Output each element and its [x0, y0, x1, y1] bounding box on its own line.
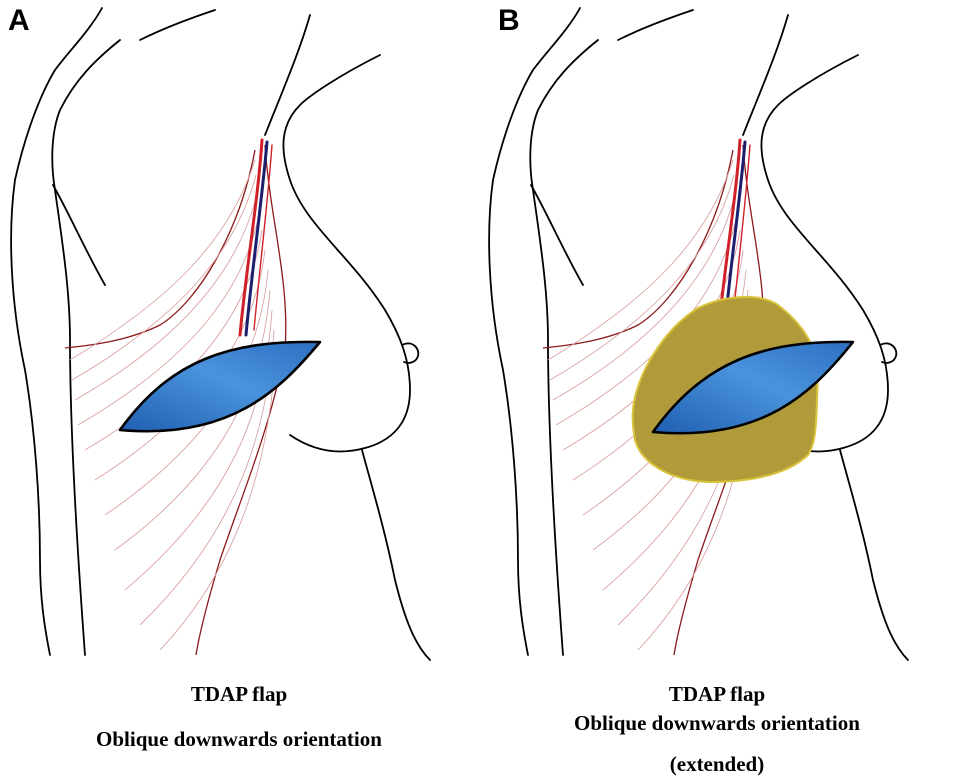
caption-line: TDAP flap [0, 682, 478, 707]
panel-b: B TDAP flap Oblique downwards orientatio… [478, 0, 956, 781]
panel-label: A [8, 4, 30, 38]
caption-line: (extended) [478, 752, 956, 777]
panel-a: A TDAP flap Oblique downwards orientatio… [0, 0, 478, 781]
torso-outline [11, 8, 430, 660]
caption-line: Oblique downwards orientation [478, 711, 956, 736]
tdap-skin-paddle [120, 342, 320, 431]
caption-line: TDAP flap [478, 682, 956, 707]
panel-a-illustration [0, 0, 478, 781]
panel-label: B [498, 4, 520, 38]
caption-line: Oblique downwards orientation [0, 727, 478, 752]
panel-b-illustration [478, 0, 956, 781]
